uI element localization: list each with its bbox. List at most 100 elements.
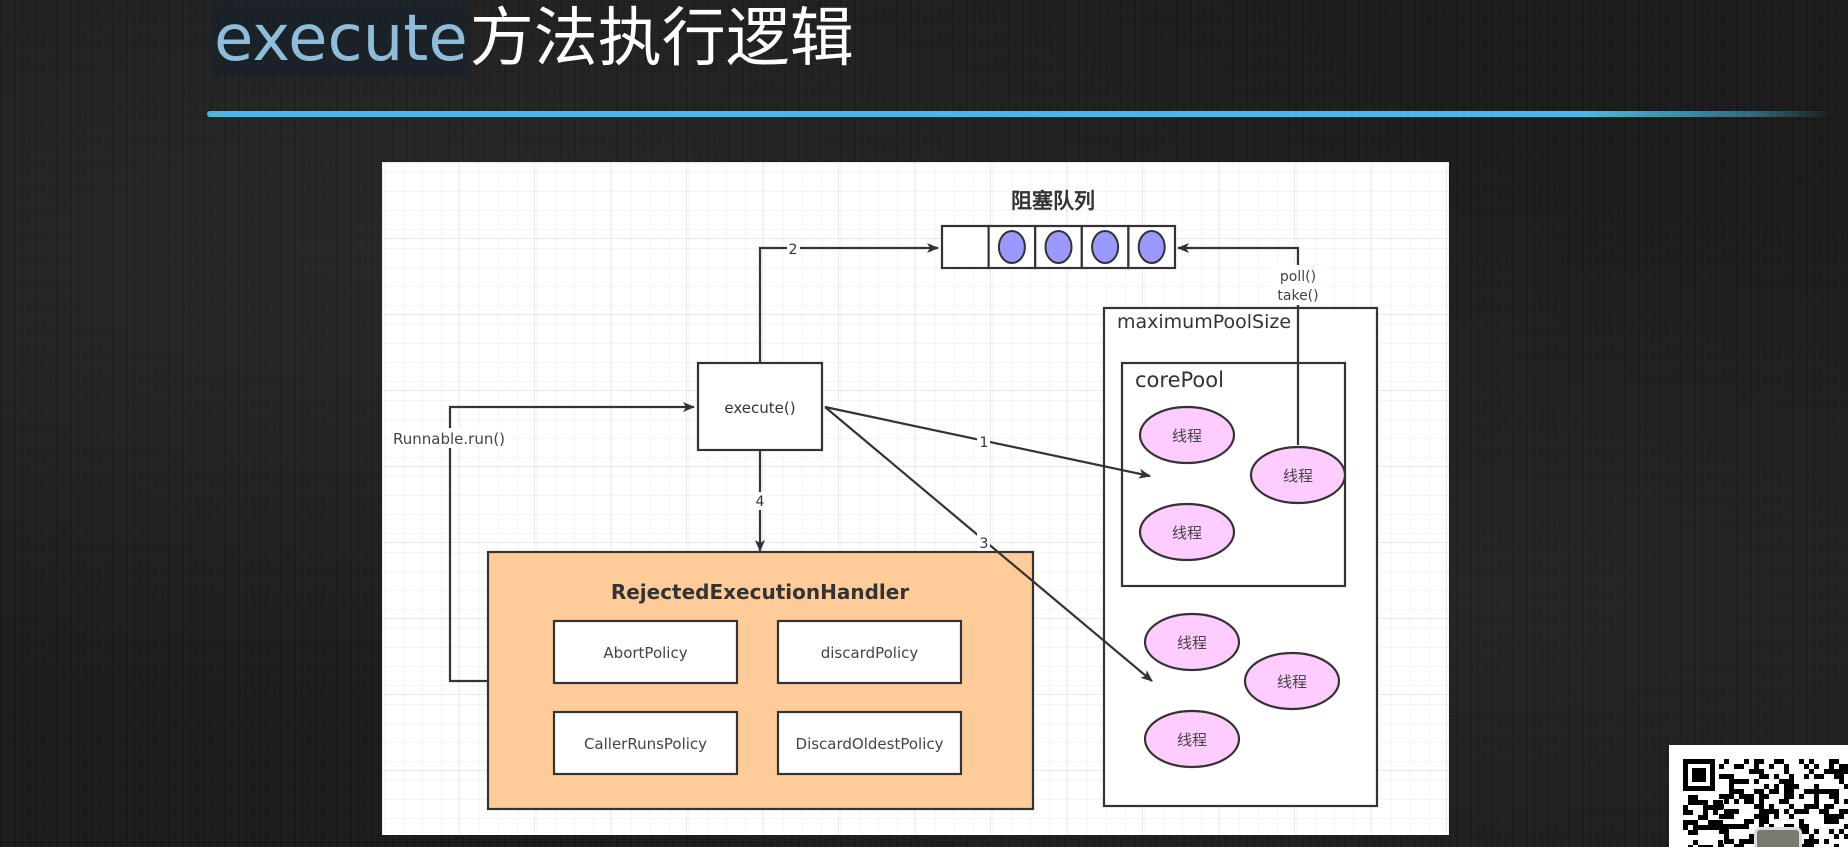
policy-label: DiscardOldestPolicy xyxy=(796,735,944,753)
title-keyword: execute xyxy=(212,2,470,76)
qr-module xyxy=(1819,774,1824,779)
extra-thread-label: 线程 xyxy=(1177,731,1207,749)
qr-module xyxy=(1779,799,1784,804)
qr-module xyxy=(1759,799,1764,804)
qr-module xyxy=(1724,794,1729,799)
qr-module xyxy=(1834,819,1839,824)
qr-module xyxy=(1764,794,1769,799)
extra-thread xyxy=(1143,709,1241,769)
qr-module xyxy=(1784,789,1789,794)
qr-module xyxy=(1809,769,1814,774)
qr-module xyxy=(1713,805,1718,810)
qr-module xyxy=(1693,825,1698,830)
qr-module xyxy=(1764,809,1769,814)
qr-module xyxy=(1749,819,1754,824)
qr-module xyxy=(1703,810,1708,815)
qr-module xyxy=(1769,789,1774,794)
qr-module xyxy=(1834,769,1839,774)
qr-module xyxy=(1739,779,1744,784)
qr-module xyxy=(1759,769,1764,774)
qr-module xyxy=(1718,800,1723,805)
qr-module xyxy=(1804,789,1809,794)
qr-module xyxy=(1789,804,1794,809)
label-bg xyxy=(753,492,767,510)
qr-module xyxy=(1829,789,1834,794)
qr-module xyxy=(1698,815,1703,820)
title-text: 方法执行逻辑 xyxy=(469,2,854,76)
qr-module xyxy=(1729,774,1734,779)
qr-module xyxy=(1839,829,1844,834)
qr-module xyxy=(1819,789,1824,794)
qr-module xyxy=(1834,794,1839,799)
qr-module xyxy=(1784,794,1789,799)
qr-module xyxy=(1688,800,1693,805)
qr-module xyxy=(1683,825,1688,830)
qr-module xyxy=(1729,824,1734,829)
qr-module xyxy=(1824,789,1829,794)
qr-module xyxy=(1734,789,1739,794)
qr-module xyxy=(1804,774,1809,779)
qr-module xyxy=(1703,800,1708,805)
qr-module xyxy=(1814,799,1819,804)
qr-module xyxy=(1774,784,1779,789)
label-bg xyxy=(787,240,800,256)
qr-module xyxy=(1754,764,1759,769)
qr-module xyxy=(1718,825,1723,830)
qr-module xyxy=(1719,794,1724,799)
qr-module xyxy=(1814,764,1819,769)
qr-module xyxy=(1784,784,1789,789)
qr-module xyxy=(1719,829,1724,834)
label-bg xyxy=(392,428,508,448)
qr-module xyxy=(1724,809,1729,814)
qr-module xyxy=(1769,809,1774,814)
qr-module xyxy=(1789,789,1794,794)
qr-module xyxy=(1739,789,1744,794)
arrow-step2 xyxy=(758,243,939,363)
qr-module xyxy=(1844,809,1848,814)
qr-module xyxy=(1698,800,1703,805)
policy-box xyxy=(552,710,739,776)
qr-module xyxy=(1739,839,1744,844)
qr-module xyxy=(1784,769,1789,774)
qr-module xyxy=(1759,819,1764,824)
qr-module xyxy=(1824,809,1829,814)
qr-module xyxy=(1693,795,1698,800)
queue-item xyxy=(1044,230,1073,264)
qr-module xyxy=(1774,809,1779,814)
core-thread-label: 线程 xyxy=(1172,427,1202,445)
execute-label: execute() xyxy=(724,399,795,417)
qr-module xyxy=(1839,769,1844,774)
qr-module xyxy=(1729,794,1734,799)
extra-thread-label: 线程 xyxy=(1277,673,1307,691)
qr-module xyxy=(1804,839,1809,844)
qr-module xyxy=(1729,809,1734,814)
qr-module xyxy=(1692,768,1706,782)
qr-module xyxy=(1708,825,1713,830)
qr-module xyxy=(1744,819,1749,824)
qr-module xyxy=(1764,774,1769,779)
runnable-label: Runnable.run() xyxy=(393,430,505,448)
qr-module xyxy=(1683,820,1688,825)
extra-thread xyxy=(1143,612,1241,672)
qr-module xyxy=(1688,810,1693,815)
qr-module xyxy=(1819,809,1824,814)
qr-module xyxy=(1744,779,1749,784)
policy-label: AbortPolicy xyxy=(603,644,687,662)
qr-module xyxy=(1809,759,1814,764)
qr-module xyxy=(1713,800,1718,805)
qr-module xyxy=(1764,819,1769,824)
qr-module xyxy=(1814,804,1819,809)
qr-module xyxy=(1693,800,1698,805)
qr-module xyxy=(1814,789,1819,794)
qr-module xyxy=(1829,759,1834,764)
qr-module xyxy=(1774,774,1779,779)
qr-module xyxy=(1764,814,1769,819)
qr-module xyxy=(1804,844,1809,847)
qr-module xyxy=(1724,759,1729,764)
qr-module xyxy=(1839,779,1844,784)
qr-module xyxy=(1824,819,1829,824)
qr-module xyxy=(1698,845,1703,847)
